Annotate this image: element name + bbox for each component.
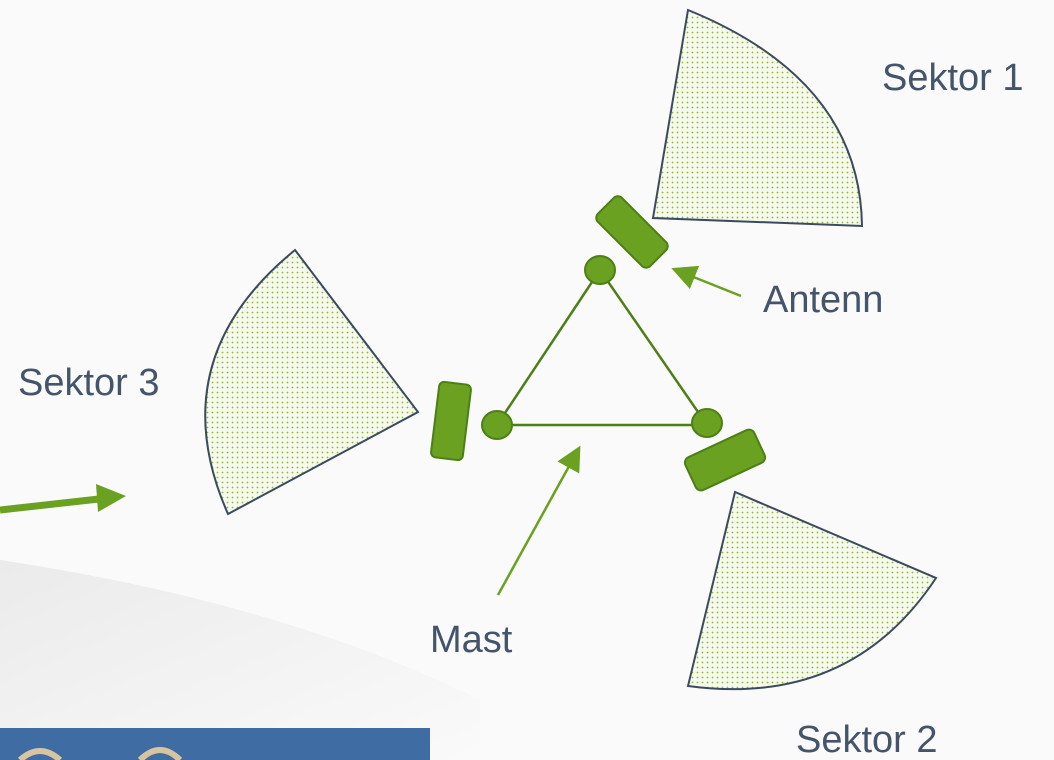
mast-node-top (584, 255, 616, 285)
background-swoosh (0, 560, 480, 760)
mast-node-right (691, 408, 723, 438)
sector-2-label: Sektor 2 (796, 719, 938, 760)
antenna-sector-3 (430, 380, 472, 462)
photo-thumbnail (0, 728, 430, 760)
antenna-sector-2 (683, 428, 767, 492)
sector-1-label: Sektor 1 (882, 57, 1024, 99)
mast-label: Mast (430, 619, 513, 661)
sector-3-label: Sektor 3 (18, 362, 160, 404)
antenna-label: Antenn (763, 279, 883, 321)
antenna-sector-1 (595, 195, 669, 269)
photo-thumbnail-detail (17, 747, 183, 760)
sector-1-shape (651, 8, 864, 228)
pointer-arrow-head (96, 484, 126, 512)
sector-3-shape (204, 248, 420, 516)
mast-callout-arrow (496, 445, 581, 596)
mast-triangle (494, 267, 710, 427)
pointer-arrow (0, 494, 109, 514)
antenna-callout-arrow (671, 265, 742, 298)
sector-2-shape (686, 490, 938, 691)
mast-node-left (481, 410, 513, 440)
